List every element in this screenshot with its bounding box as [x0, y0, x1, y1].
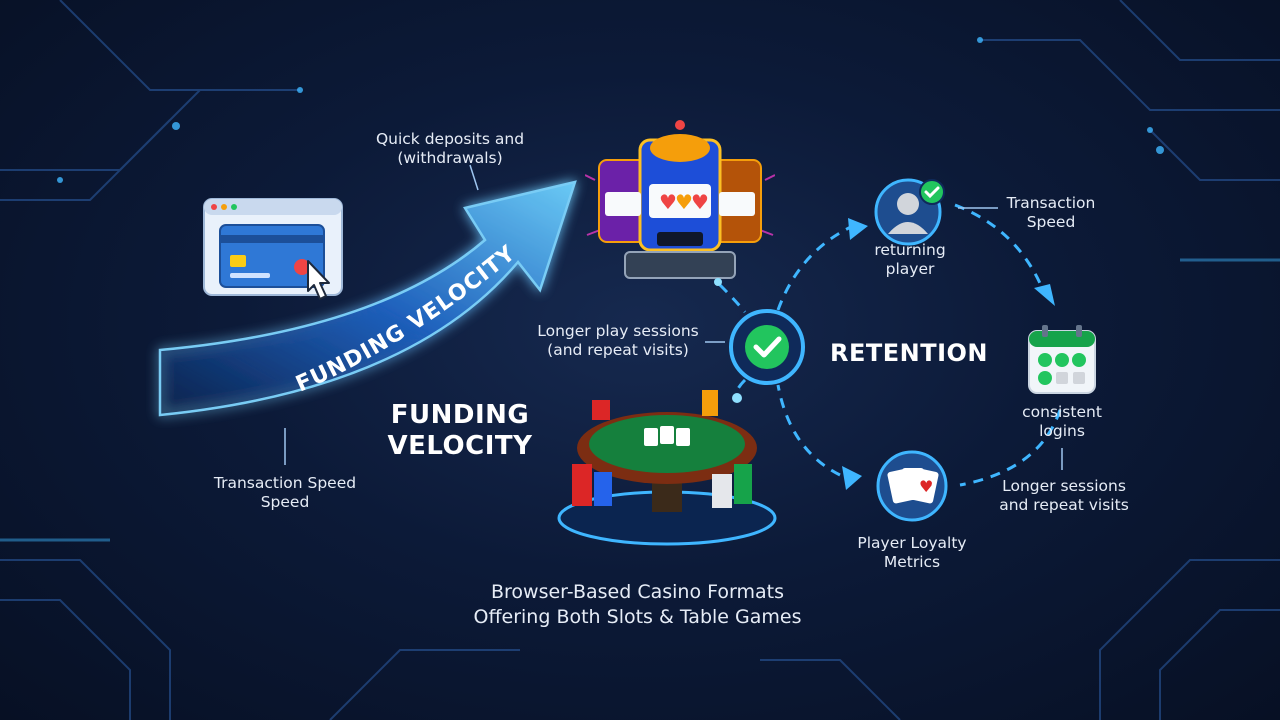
- calendar-check-icon: [1028, 325, 1096, 394]
- returning-line1: returning: [874, 241, 946, 259]
- svg-text:♥: ♥: [691, 190, 709, 214]
- quick-deposits-label: Quick deposits and (withdrawals): [360, 130, 540, 168]
- funding-velocity-title: FUNDING VELOCITY: [380, 400, 540, 462]
- funding-title-line1: FUNDING: [390, 400, 530, 430]
- longer-sessions-line1: Longer sessions: [1002, 477, 1126, 495]
- svg-text:♥: ♥: [919, 477, 933, 496]
- credit-card-click-icon: [203, 198, 343, 300]
- funding-title-line2: VELOCITY: [387, 431, 533, 461]
- returning-player-label: returning player: [860, 241, 960, 279]
- check-circle-icon: [729, 309, 805, 385]
- consistent-logins-label: consistent logins: [1012, 403, 1112, 441]
- svg-text:♥: ♥: [675, 190, 693, 214]
- svg-text:♥: ♥: [659, 190, 677, 214]
- consistent-line2: logins: [1039, 422, 1085, 440]
- longer-play-line2: (and repeat visits): [547, 341, 689, 359]
- caption: Browser-Based Casino Formats Offering Bo…: [440, 580, 835, 630]
- loyalty-line2: Metrics: [883, 553, 941, 571]
- casino-table-icon: [557, 390, 777, 546]
- transaction-left-line2: Speed: [260, 493, 310, 511]
- caption-line2: Offering Both Slots & Table Games: [473, 606, 802, 628]
- longer-play-label: Longer play sessions (and repeat visits): [528, 322, 708, 360]
- quick-deposits-line1: Quick deposits and: [375, 130, 525, 148]
- caption-line1: Browser-Based Casino Formats: [491, 581, 784, 603]
- returning-line2: player: [885, 260, 935, 278]
- playing-cards-icon: ♥: [876, 450, 948, 522]
- quick-deposits-line2: (withdrawals): [397, 149, 503, 167]
- transaction-right-line1: Transaction: [1006, 194, 1096, 212]
- player-loyalty-label: Player Loyalty Metrics: [842, 534, 982, 572]
- consistent-line1: consistent: [1022, 403, 1102, 421]
- slot-machine-icon: ♥ ♥ ♥: [585, 120, 775, 279]
- transaction-left-line1: Transaction Speed: [213, 474, 357, 492]
- longer-sessions-line2: and repeat visits: [999, 496, 1129, 514]
- longer-sessions-label: Longer sessions and repeat visits: [990, 477, 1138, 515]
- transaction-speed-right-label: Transaction Speed: [996, 194, 1106, 232]
- longer-play-line1: Longer play sessions: [537, 322, 699, 340]
- transaction-speed-left-label: Transaction Speed Speed: [200, 474, 370, 512]
- retention-title: RETENTION: [830, 339, 989, 367]
- returning-player-icon: [874, 178, 945, 246]
- transaction-right-line2: Speed: [1026, 213, 1076, 231]
- loyalty-line1: Player Loyalty: [857, 534, 967, 552]
